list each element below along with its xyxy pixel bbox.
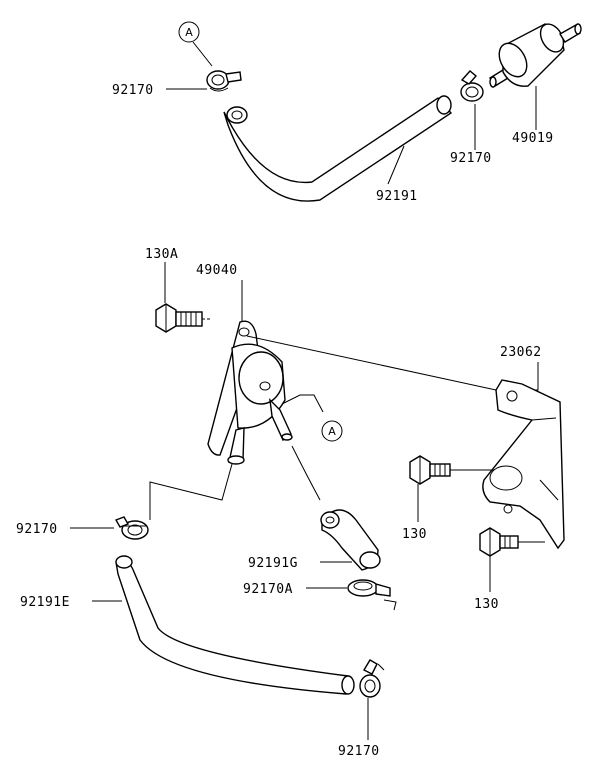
label-130a: 130A xyxy=(145,247,178,262)
label-92170-bottom: 92170 xyxy=(338,744,380,759)
clamp-mid-left xyxy=(114,516,149,540)
label-23062: 23062 xyxy=(500,345,542,360)
label-92191g: 92191G xyxy=(248,556,298,571)
bracket-23062 xyxy=(482,379,565,550)
callout-a-mid-text: A xyxy=(328,425,336,438)
fuel-pump xyxy=(207,320,293,465)
clamp-bottom xyxy=(359,659,385,698)
label-92170-mid-left: 92170 xyxy=(16,522,58,537)
callout-a-top: A xyxy=(178,21,213,67)
label-92170a: 92170A xyxy=(243,582,293,597)
clamp-top-left xyxy=(206,70,242,92)
label-92170-top-right: 92170 xyxy=(450,151,492,166)
bolt-130-lower xyxy=(479,527,519,557)
label-92191e: 92191E xyxy=(20,595,70,610)
hose-92191e xyxy=(115,555,355,695)
label-130-lower: 130 xyxy=(474,597,499,612)
callout-a-top-text: A xyxy=(185,26,193,39)
label-92170-top-left: 92170 xyxy=(112,83,154,98)
clamp-92170a xyxy=(347,579,397,611)
label-92191-top: 92191 xyxy=(376,189,418,204)
hose-92191g xyxy=(291,445,381,571)
hose-top xyxy=(223,95,453,202)
bolt-130a xyxy=(155,303,210,333)
clamp-top-right xyxy=(460,70,484,102)
fuel-filter xyxy=(489,23,582,88)
bolt-130-upper xyxy=(409,455,451,485)
label-49019: 49019 xyxy=(512,131,554,146)
label-130-upper: 130 xyxy=(402,527,427,542)
label-49040: 49040 xyxy=(196,263,238,278)
